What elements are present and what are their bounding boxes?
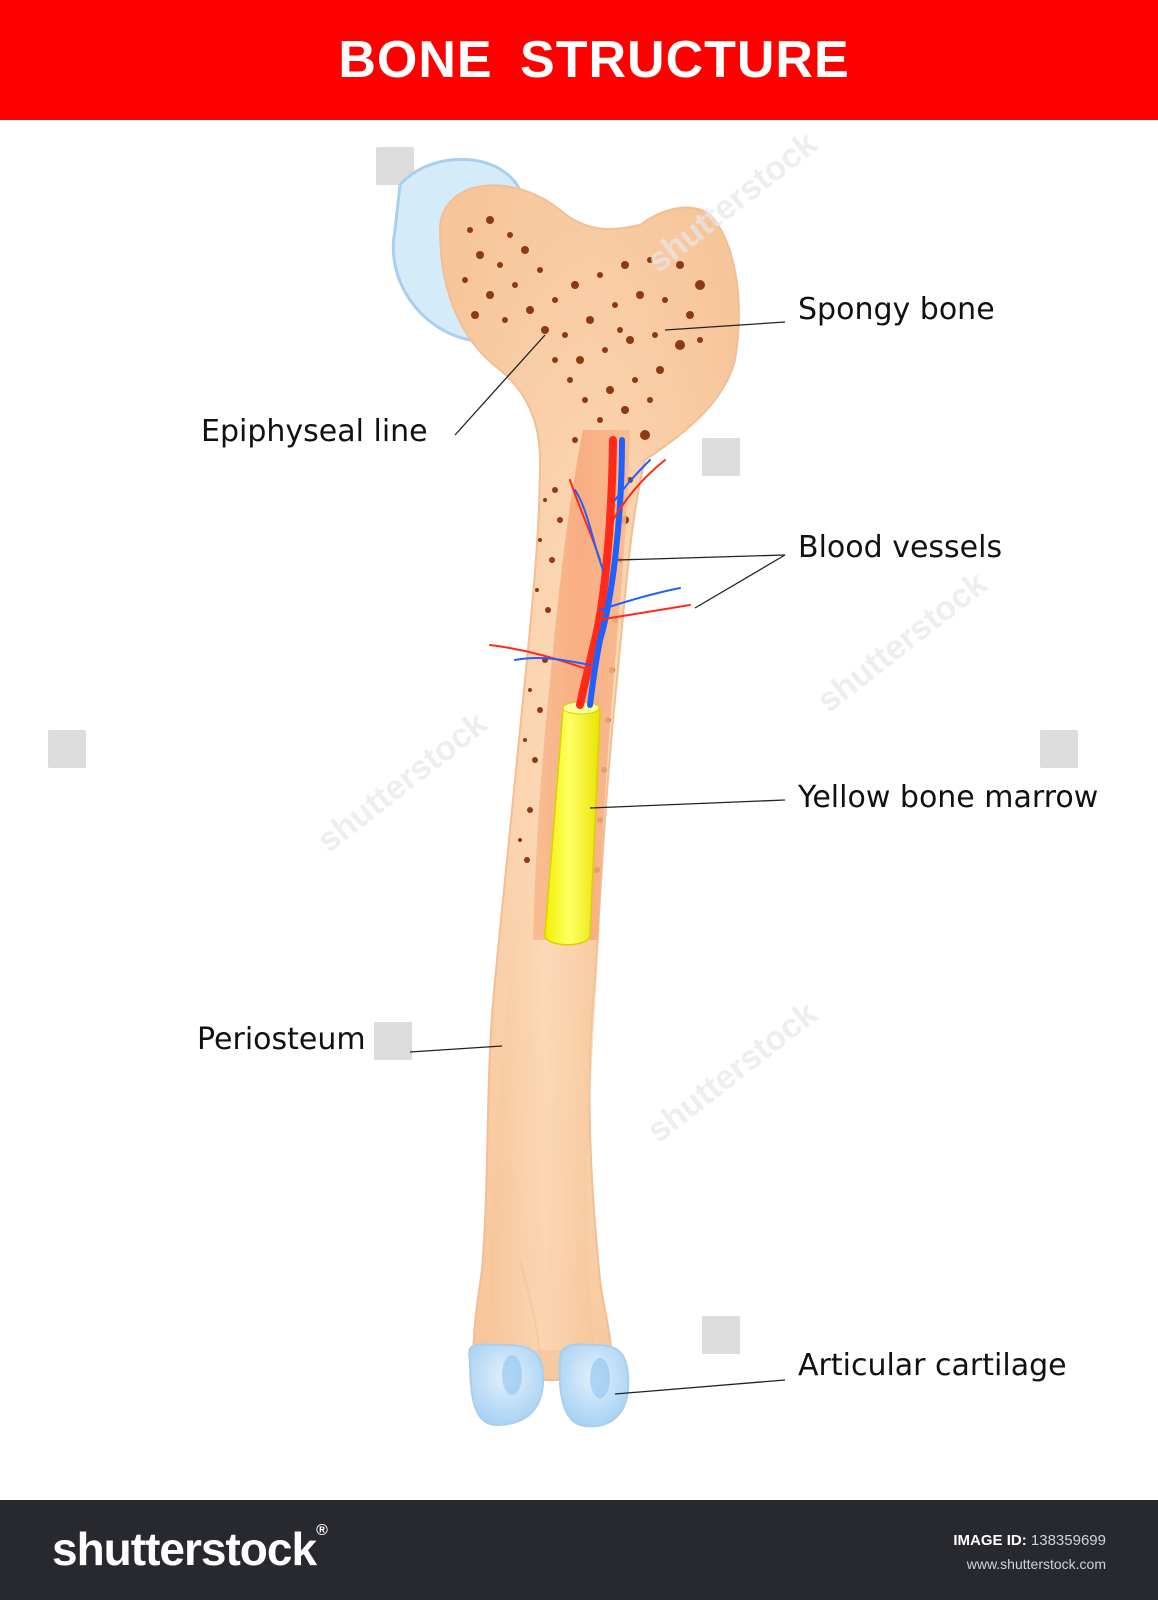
image-id: IMAGE ID: 138359699: [953, 1532, 1106, 1549]
articular-cartilage-shapes: [468, 1343, 630, 1428]
footer-bar: shutterstock® IMAGE ID: 138359699 www.sh…: [0, 1500, 1158, 1600]
bone-illustration: [48, 147, 1078, 1428]
brand-name: shutterstock: [52, 1523, 317, 1575]
shaft-shading: [489, 920, 600, 1350]
brand-logo: shutterstock®: [52, 1522, 328, 1576]
watermark-logos: [48, 147, 1078, 1354]
image-id-value: 138359699: [1030, 1532, 1106, 1549]
bone-diagram: Spongy bone Epiphyseal line Blood vessel…: [0, 120, 1158, 1500]
site-url: www.shutterstock.com: [966, 1556, 1106, 1572]
title-banner: BONE STRUCTURE: [0, 0, 1158, 120]
image-id-label: IMAGE ID:: [953, 1532, 1027, 1549]
page-title: BONE STRUCTURE: [338, 31, 850, 89]
label-periosteum: Periosteum: [197, 1022, 366, 1057]
label-blood-vessels: Blood vessels: [798, 530, 1003, 565]
label-yellow-bone-marrow: Yellow bone marrow: [798, 780, 1099, 815]
registered-icon: ®: [316, 1522, 328, 1539]
label-articular-cartilage: Articular cartilage: [798, 1348, 1067, 1383]
label-epiphyseal-line: Epiphyseal line: [201, 414, 428, 449]
leader-lines: [409, 321, 786, 1395]
label-spongy-bone: Spongy bone: [798, 292, 995, 327]
blood-vessels: [489, 436, 691, 709]
